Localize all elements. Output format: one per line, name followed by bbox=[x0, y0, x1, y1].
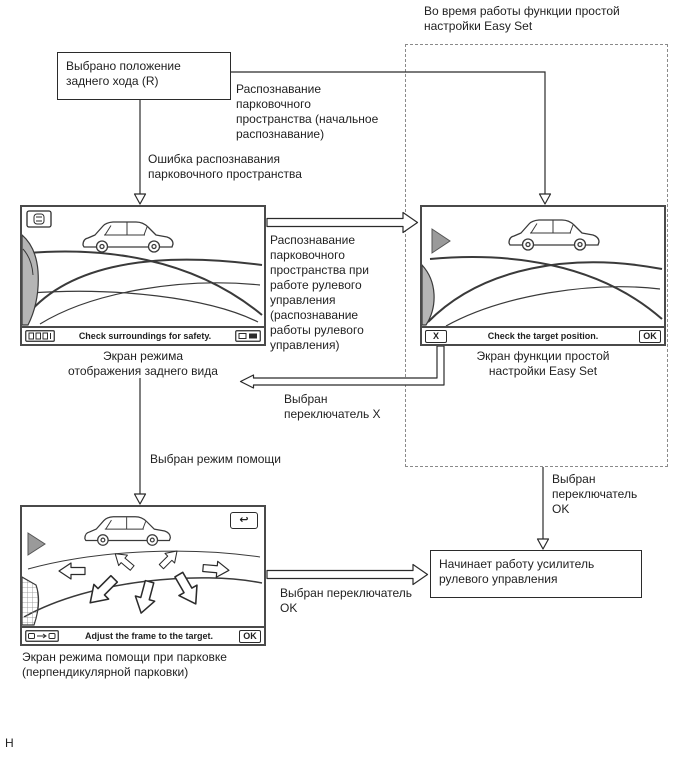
hatched-area bbox=[22, 576, 40, 626]
adjacent-car-graphic bbox=[22, 234, 39, 326]
return-button: ↩ bbox=[230, 512, 258, 529]
direction-triangle-icon bbox=[27, 532, 46, 556]
easy-set-art bbox=[422, 219, 663, 326]
rear-view-screen: Check surroundings for safety. bbox=[20, 205, 266, 346]
assist-mode-screen: ↩ bbox=[20, 505, 266, 646]
easy-set-caption-bar: X Check the target position. OK bbox=[422, 326, 664, 344]
reverse-position-box: Выбрано положение заднего хода (R) bbox=[57, 52, 231, 100]
arrowhead-recognition-error bbox=[133, 193, 147, 205]
adjacent-car-graphic bbox=[422, 264, 435, 326]
arrowhead-initial-recognition bbox=[538, 193, 552, 205]
assist-art bbox=[22, 516, 263, 626]
arrowhead-ok-easy-set bbox=[536, 538, 550, 550]
assist-caption: Adjust the frame to the target. bbox=[84, 631, 213, 641]
initial-recognition-label: Распознавание парковочного пространства … bbox=[236, 82, 379, 141]
vehicle-graphic bbox=[508, 219, 600, 251]
block-arrow-ok-assist bbox=[266, 563, 429, 586]
arrowhead-assist-mode bbox=[133, 493, 147, 505]
rear-view-art bbox=[22, 210, 263, 326]
camera-indicator-icon bbox=[26, 210, 52, 228]
return-icon: ↩ bbox=[239, 514, 249, 526]
rotation-arrows-graphic bbox=[58, 550, 230, 614]
rear-view-screen-label: Экран режима отображения заднего вида bbox=[68, 349, 218, 378]
vehicle-graphic bbox=[84, 516, 171, 546]
vehicle-graphic bbox=[82, 221, 174, 253]
ok-button: OK bbox=[239, 629, 261, 643]
guide-lines bbox=[427, 256, 663, 326]
x-selected-label: Выбран переключатель X bbox=[284, 392, 381, 421]
power-steering-box: Начинает работу усилитель рулевого управ… bbox=[430, 550, 642, 598]
move-frame-icon bbox=[25, 630, 59, 642]
easy-set-region-label: Во время работы функции простой настройк… bbox=[424, 4, 620, 33]
easy-set-caption: Check the target position. bbox=[487, 331, 599, 341]
rear-view-caption: Check surroundings for safety. bbox=[78, 331, 212, 341]
guide-lines bbox=[23, 250, 263, 325]
block-arrow-steering-recognition bbox=[266, 211, 419, 234]
direction-triangle-icon bbox=[431, 228, 451, 254]
ok-selected-assist-label: Выбран переключатель OK bbox=[280, 586, 413, 615]
easy-set-screen: X Check the target position. OK bbox=[420, 205, 666, 346]
x-button: X bbox=[425, 329, 447, 343]
block-arrow-x-return bbox=[239, 345, 445, 389]
assist-screen-label: Экран режима помощи при парковке (перпен… bbox=[22, 650, 227, 679]
easy-set-region-outline bbox=[405, 44, 668, 467]
view-toggle-icon bbox=[235, 330, 261, 342]
ok-button: OK bbox=[639, 329, 661, 343]
assist-mode-selected-label: Выбран режим помощи bbox=[150, 452, 282, 466]
easy-set-screen-label: Экран функции простой настройки Easy Set bbox=[476, 349, 610, 378]
steering-recognition-label: Распознавание парковочного пространства … bbox=[270, 233, 369, 352]
rear-view-caption-bar: Check surroundings for safety. bbox=[22, 326, 264, 344]
recognition-error-label: Ошибка распознавания парковочного простр… bbox=[148, 152, 302, 181]
page-footnote-letter: Н bbox=[5, 736, 14, 750]
assist-caption-bar: Adjust the frame to the target. OK bbox=[22, 626, 264, 644]
distance-display-icon bbox=[25, 330, 55, 342]
flow-line-initial-recognition bbox=[231, 71, 546, 194]
ok-selected-easy-set-label: Выбран переключатель OK bbox=[552, 472, 638, 516]
